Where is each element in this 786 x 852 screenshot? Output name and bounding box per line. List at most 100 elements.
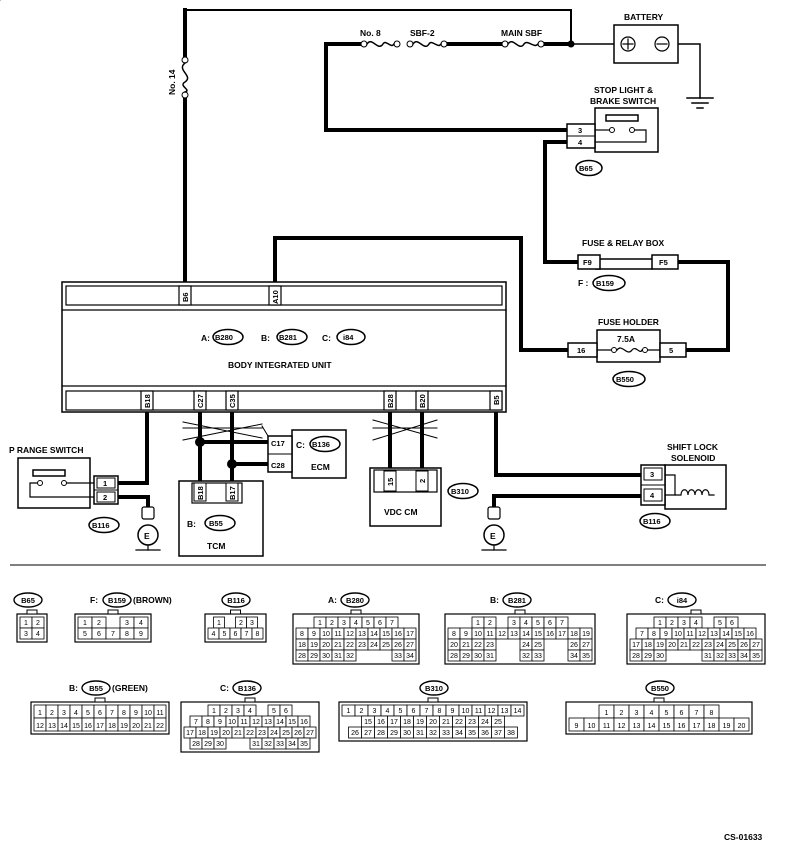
fuse-no14-label: No. 14 [167, 69, 177, 95]
face-cell-label: 10 [474, 631, 482, 638]
face-cell-label: 20 [738, 723, 746, 730]
face-cell-label: 16 [394, 631, 402, 638]
face-cell-label: 14 [276, 719, 284, 726]
face-cell-label: 28 [298, 653, 306, 660]
face-prefix: B: [69, 683, 78, 693]
face-cell-label: 16 [678, 723, 686, 730]
face-cell-label: 26 [570, 642, 578, 649]
face-cell-label: 5 [536, 620, 540, 627]
face-cell-label: 11 [686, 631, 693, 638]
face-cell-label: 3 [250, 620, 254, 627]
face-cell-label: 12 [346, 631, 354, 638]
face-cell-label: 28 [450, 653, 458, 660]
face-cell-label: 3 [682, 620, 686, 627]
face-cell-label: 14 [722, 631, 730, 638]
face-cell-label: 30 [656, 653, 664, 660]
b159-tag: B159 [596, 279, 614, 288]
face-cell-label: 13 [358, 631, 366, 638]
face-cell-label: 2 [36, 620, 40, 627]
face-cell-label: 30 [322, 653, 330, 660]
face-title-oval [419, 680, 449, 696]
brake-switch-label: BRAKE SWITCH [590, 96, 656, 106]
face-latch [350, 609, 362, 615]
ecm-pin-c17: C17 [271, 439, 285, 448]
face-cell-label: 24 [522, 642, 530, 649]
face-title: B159 [108, 596, 126, 605]
shift-lock-label: SHIFT LOCK [667, 442, 719, 452]
conn-b-prefix: B: [261, 333, 270, 343]
face-cell-label: 26 [294, 730, 302, 737]
face-cell [579, 649, 593, 662]
face-cell-label: 8 [710, 710, 714, 717]
face-cell-label: 33 [728, 653, 736, 660]
b136-tag: B136 [312, 440, 330, 449]
fuse-holder-label: FUSE HOLDER [598, 317, 659, 327]
face-cell-label: 32 [264, 741, 272, 748]
face-suffix: (GREEN) [112, 683, 148, 693]
face-cell-label: 1 [38, 710, 42, 717]
face-cell-label: 17 [632, 642, 640, 649]
face-cell-label: 19 [210, 730, 218, 737]
unit-pin-c35: C35 [228, 394, 237, 408]
face-prefix: F: [90, 595, 98, 605]
face-cell-label: 7 [560, 620, 564, 627]
face-cell-label: 8 [452, 631, 456, 638]
face-cell-label: 9 [134, 710, 138, 717]
face-cell-label: 14 [370, 631, 378, 638]
face-cell-label: 6 [412, 708, 416, 715]
thick-wires [116, 8, 730, 510]
face-title-oval [502, 592, 532, 608]
face-cell-label: 33 [534, 653, 542, 660]
face-cell-label: 34 [288, 741, 296, 748]
battery: BATTERY [613, 12, 679, 64]
face-cell-label: 15 [382, 631, 390, 638]
face-cell [510, 704, 525, 717]
solenoid-pin-3: 3 [650, 470, 654, 479]
face-cell-label: 23 [486, 642, 494, 649]
face-title-oval [81, 680, 111, 696]
face-cell-label: 30 [216, 741, 224, 748]
face-cell-label: 31 [486, 653, 494, 660]
face-cell-label: 6 [548, 620, 552, 627]
face-cell-label: 11 [603, 723, 610, 730]
ecm-pin-c28: C28 [271, 461, 285, 470]
face-cell-label: 7 [695, 710, 699, 717]
face-cell-label: 1 [83, 620, 87, 627]
vdc-pin-2: 2 [418, 479, 427, 483]
face-cell-label: 2 [239, 620, 243, 627]
face-cell-label: 18 [108, 723, 116, 730]
face-cell-label: 3 [342, 620, 346, 627]
face-cell [749, 649, 763, 662]
face-cell-label: 5 [83, 631, 87, 638]
face-cell-label: 13 [48, 723, 56, 730]
face-cell-label: 1 [347, 708, 351, 715]
fuse-relay-conn-prefix: F : [578, 278, 589, 288]
face-latch [653, 697, 665, 703]
face-cell-label: 36 [481, 730, 489, 737]
unit-label: BODY INTEGRATED UNIT [228, 360, 332, 370]
face-cell-label: 1 [658, 620, 662, 627]
fuse-no8-label: No. 8 [360, 28, 381, 38]
face-cell-label: 21 [334, 642, 342, 649]
face-cell-label: 4 [354, 620, 358, 627]
i84-tag: i84 [343, 333, 354, 342]
face-cell-label: 6 [234, 631, 238, 638]
face-cell-label: 5 [272, 708, 276, 715]
unit-pin-b20: B20 [418, 394, 427, 408]
ecm-conn-prefix: C: [296, 440, 305, 450]
p-range-pin-2: 2 [103, 493, 107, 502]
face-cell-label: 9 [139, 631, 143, 638]
face-cell-label: 3 [373, 708, 377, 715]
face-cell-label: 12 [618, 723, 626, 730]
face-cell-label: 21 [442, 719, 450, 726]
face-prefix: B: [490, 595, 499, 605]
face-cell [733, 717, 750, 732]
face-title-oval [232, 680, 262, 696]
face-cell-label: 5 [665, 710, 669, 717]
face-cell-label: 19 [416, 719, 424, 726]
face-cell-label: 27 [364, 730, 372, 737]
face-cell-label: 29 [204, 741, 212, 748]
